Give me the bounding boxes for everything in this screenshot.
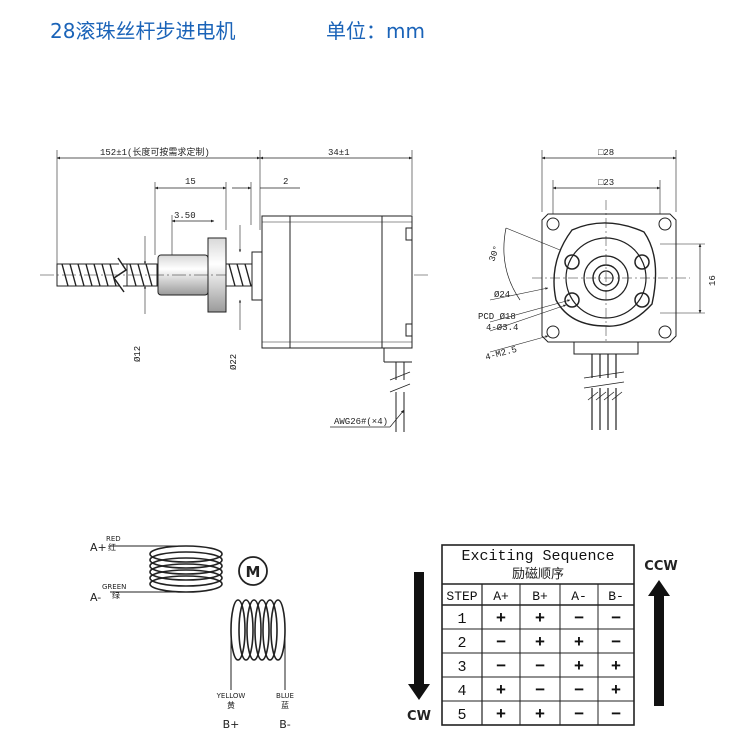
cell: − (535, 658, 545, 677)
cell: + (496, 706, 506, 725)
cell: + (535, 706, 545, 725)
wire-red-cn: 红 (108, 542, 116, 552)
dim-nut-length: 15 (185, 177, 196, 187)
cell: − (496, 658, 506, 677)
cell: − (535, 682, 545, 701)
cell: + (574, 634, 584, 653)
dim-screw-dia: Ø12 (133, 346, 143, 362)
dim-gap: 2 (283, 177, 288, 187)
dim-boss-dia: Ø22 (229, 354, 239, 370)
cell: + (496, 682, 506, 701)
cw-label: CW (407, 709, 431, 724)
sequence-row-1: 1 + + − − (457, 610, 621, 629)
end-view (489, 150, 705, 430)
sequence-row-5: 5 + + − − (457, 706, 621, 725)
terminal-b-minus: B- (279, 718, 291, 731)
wire-blue-label: BLUE (276, 692, 294, 700)
dim-pilot-dia: Ø24 (494, 290, 510, 300)
cell: + (611, 658, 621, 677)
cell: − (574, 706, 584, 725)
header-b-minus: B- (608, 589, 624, 604)
wire-green-cn: 绿 (112, 591, 120, 600)
dim-mount-holes: 4-M2.5 (484, 345, 518, 363)
cell: + (611, 682, 621, 701)
terminal-a-plus: A+ (90, 541, 107, 554)
terminal-b-plus: B+ (223, 718, 240, 731)
cell: − (611, 610, 621, 629)
ccw-label: CCW (644, 559, 677, 574)
ccw-arrow-icon (648, 580, 670, 706)
cell: − (611, 706, 621, 725)
dim-shoulder: 3.50 (174, 211, 196, 221)
cell: + (535, 610, 545, 629)
wire-blue-cn: 蓝 (281, 700, 289, 710)
cell: − (574, 610, 584, 629)
sequence-header-row: STEP A+ B+ A- B- (446, 589, 623, 604)
cw-arrow-icon (408, 572, 430, 700)
cell: 4 (457, 683, 466, 700)
wire-green-label: GREEN (102, 583, 126, 591)
header-b-plus: B+ (532, 589, 548, 604)
cell: 2 (457, 635, 466, 652)
sequence-title: Exciting Sequence (461, 548, 614, 565)
cell: + (535, 634, 545, 653)
dim-flange-size: □28 (598, 148, 614, 158)
dim-height-16: 16 (708, 275, 718, 286)
cell: 5 (457, 707, 466, 724)
cell: 1 (457, 611, 466, 628)
header-step: STEP (446, 589, 477, 604)
cell: − (496, 634, 506, 653)
wire-red-label: RED (106, 535, 121, 543)
dim-lead-length: 152±1(长度可按需求定制) (100, 146, 210, 158)
terminal-a-minus: A- (90, 591, 101, 604)
dim-hole-pitch: □23 (598, 178, 614, 188)
sequence-table (441, 544, 635, 726)
wire-yellow-cn: 黄 (227, 700, 235, 710)
wire-yellow-label: YELLOW (216, 692, 246, 700)
dim-pcd: PCD Ø18 (478, 312, 516, 322)
dim-nut-holes: 4-Ø3.4 (486, 323, 518, 333)
sequence-row-3: 3 − − + + (457, 658, 621, 677)
sequence-row-4: 4 + − − + (457, 682, 621, 701)
cell: − (611, 634, 621, 653)
motor-symbol: M (246, 563, 261, 581)
page-title: 28滚珠丝杆步进电机 (50, 19, 236, 43)
sequence-row-2: 2 − + + − (457, 634, 621, 653)
cell: + (574, 658, 584, 677)
header-a-plus: A+ (493, 589, 509, 604)
dim-motor-length: 34±1 (328, 148, 350, 158)
side-view (40, 150, 430, 432)
cell: − (574, 682, 584, 701)
dim-angle: 30° (487, 244, 502, 263)
unit-label: 单位：mm (326, 19, 425, 43)
wiring-diagram (110, 545, 286, 690)
sequence-title-cn: 励磁顺序 (512, 567, 564, 582)
header-a-minus: A- (571, 589, 587, 604)
cell: + (496, 610, 506, 629)
cell: 3 (457, 659, 466, 676)
dim-wire: AWG26#(×4) (334, 417, 388, 427)
